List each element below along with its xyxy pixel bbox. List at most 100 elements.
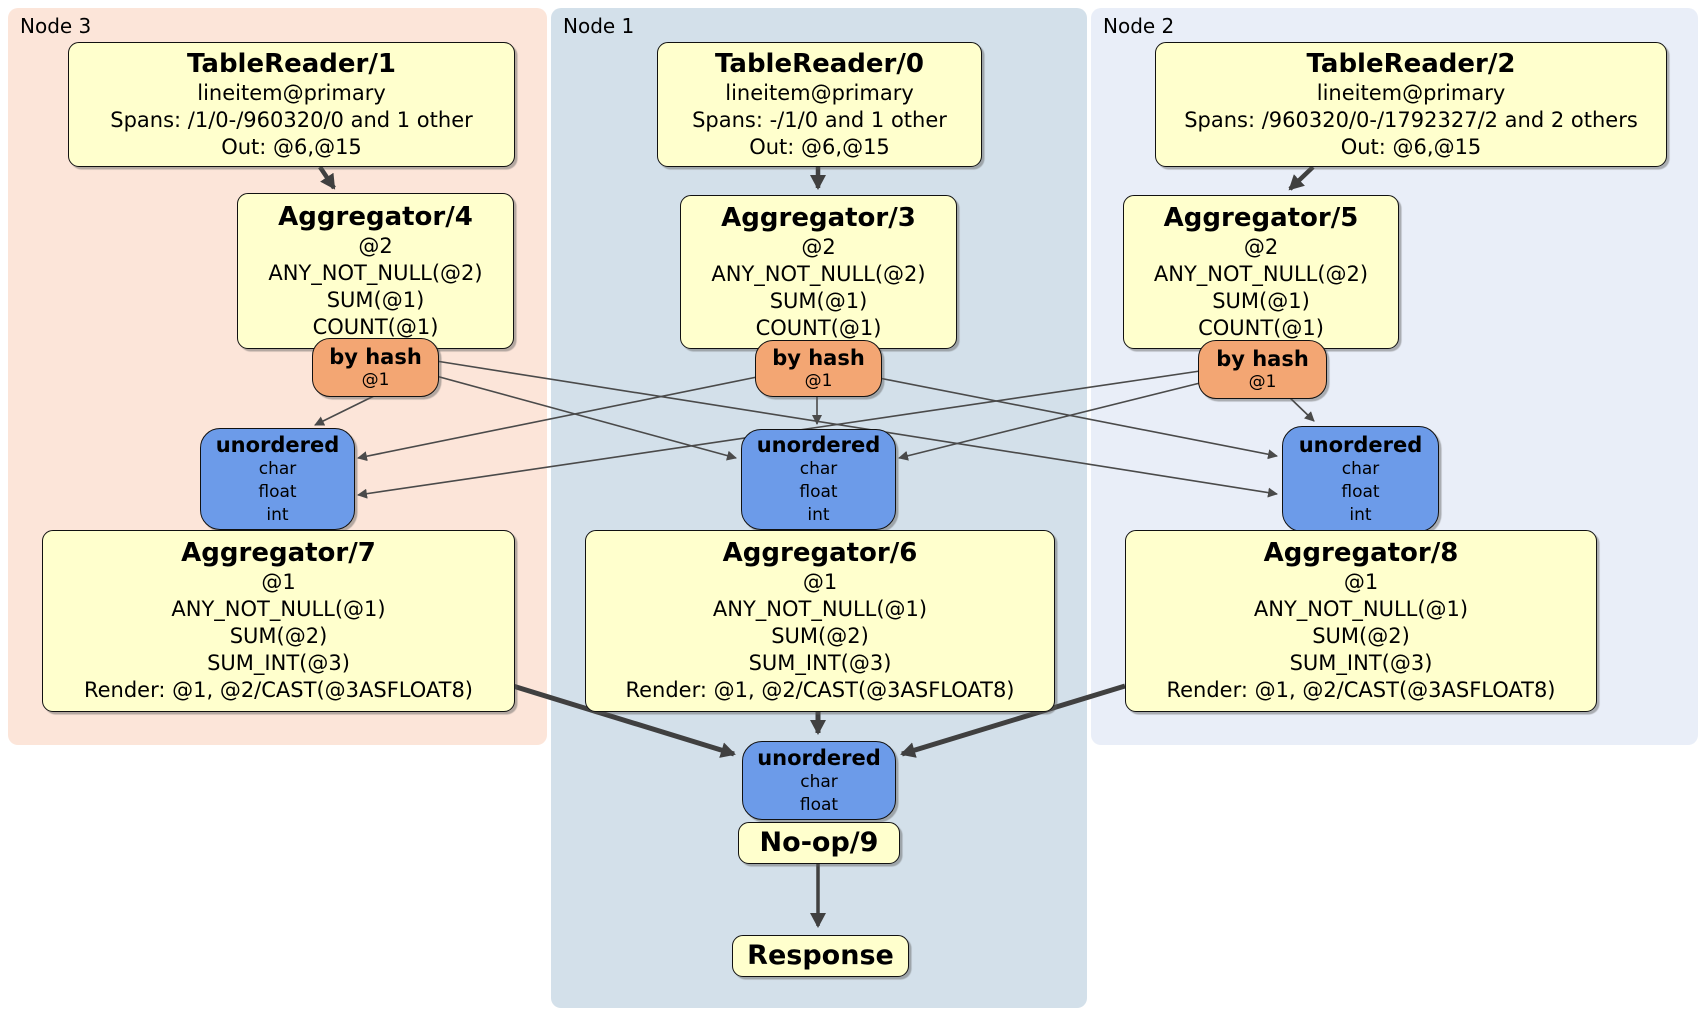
box-line: SUM(@1)	[1212, 288, 1310, 313]
box-line: SUM_INT(@3)	[207, 651, 350, 675]
box-line: Spans: -/1/0 and 1 other	[692, 107, 947, 132]
box-line: SUM(@2)	[771, 624, 869, 648]
box-line: float	[258, 481, 297, 502]
edge-router-n3-to-sync-n1	[435, 375, 737, 461]
edge-router-n2-to-sync-n1	[898, 382, 1201, 461]
box-line: lineitem@primary	[725, 80, 914, 105]
box-title: No-op/9	[759, 827, 879, 858]
box-title: Aggregator/7	[181, 538, 376, 568]
box-title: Aggregator/8	[1263, 538, 1459, 568]
box-line: Spans: /960320/0-/1792327/2 and 2 others	[1184, 107, 1638, 132]
edge-router-n2-to-sync-n2	[1286, 394, 1315, 422]
box-line: ANY_NOT_NULL(@1)	[1253, 597, 1469, 621]
router-by-hash-node3: by hash @1	[312, 338, 439, 397]
box-line: Spans: /1/0-/960320/0 and 1 other	[110, 107, 473, 132]
router-by-hash-node1: by hash @1	[755, 340, 882, 397]
processor-aggregator-7: Aggregator/7 @1 ANY_NOT_NULL(@1) SUM(@2)…	[42, 530, 515, 712]
box-line: Out: @6,@15	[1340, 134, 1482, 159]
box-line: float	[799, 482, 838, 502]
sync-unordered-node1: unordered char float int	[741, 429, 896, 530]
processor-tablereader-0: TableReader/0 lineitem@primary Spans: -/…	[657, 42, 982, 167]
region-node-2-label: Node 2	[1103, 14, 1175, 38]
processor-aggregator-8: Aggregator/8 @1 ANY_NOT_NULL(@1) SUM(@2)…	[1125, 530, 1597, 712]
box-line: @2	[801, 234, 836, 259]
box-line: COUNT(@1)	[312, 314, 439, 339]
region-node-1-label: Node 1	[563, 14, 635, 38]
box-title: TableReader/0	[715, 48, 924, 79]
processor-aggregator-3: Aggregator/3 @2 ANY_NOT_NULL(@2) SUM(@1)…	[680, 195, 957, 349]
box-title: by hash	[1216, 347, 1309, 371]
edge-router-n3-to-sync-n3	[314, 395, 375, 426]
box-line: char	[799, 459, 838, 479]
processor-aggregator-6: Aggregator/6 @1 ANY_NOT_NULL(@1) SUM(@2)…	[585, 530, 1055, 712]
edge-tr1-to-agg4	[318, 165, 336, 190]
box-title: unordered	[756, 433, 881, 457]
box-line: SUM(@2)	[229, 624, 328, 648]
box-line: @2	[358, 233, 393, 258]
box-line: @1	[802, 570, 838, 594]
router-by-hash-node2: by hash @1	[1198, 340, 1327, 399]
box-line: int	[807, 505, 830, 525]
box-title: TableReader/1	[187, 48, 396, 79]
box-line: Render: @1, @2/CAST(@3ASFLOAT8)	[83, 678, 474, 702]
box-title: TableReader/2	[1306, 48, 1516, 79]
box-line: lineitem@primary	[197, 80, 386, 105]
box-line: ANY_NOT_NULL(@1)	[712, 597, 928, 621]
edge-agg7-to-final-sync	[512, 683, 736, 758]
box-line: Out: @6,@15	[749, 134, 890, 159]
sync-unordered-node2: unordered char float int	[1282, 426, 1439, 532]
box-line: char	[800, 771, 838, 792]
edge-router-n1-to-sync-n2	[878, 377, 1278, 460]
processor-tablereader-2: TableReader/2 lineitem@primary Spans: /9…	[1155, 42, 1667, 167]
box-title: Aggregator/4	[278, 201, 473, 232]
box-title: unordered	[757, 745, 881, 770]
edge-router-n1-to-sync-n3	[357, 376, 758, 462]
box-title: unordered	[215, 432, 340, 457]
box-line: Render: @1, @2/CAST(@3ASFLOAT8)	[625, 678, 1015, 702]
box-line: int	[1349, 504, 1372, 525]
box-line: COUNT(@1)	[755, 315, 882, 340]
box-line: @2	[1243, 234, 1279, 259]
region-node-3-label: Node 3	[20, 14, 92, 38]
box-line: int	[266, 504, 289, 525]
box-line: char	[1341, 458, 1380, 479]
box-line: SUM(@1)	[769, 288, 868, 313]
box-line: char	[258, 458, 297, 479]
edge-agg8-to-final-sync	[900, 683, 1126, 758]
box-title: by hash	[329, 345, 422, 369]
box-line: Render: @1, @2/CAST(@3ASFLOAT8)	[1166, 678, 1556, 702]
box-line: float	[1341, 481, 1380, 502]
box-line: SUM_INT(@3)	[1289, 651, 1433, 675]
sync-unordered-node3: unordered char float int	[200, 428, 355, 530]
box-line: ANY_NOT_NULL(@2)	[711, 261, 926, 286]
processor-aggregator-5: Aggregator/5 @2 ANY_NOT_NULL(@2) SUM(@1)…	[1123, 195, 1399, 349]
edge-router-n3-to-sync-n2	[435, 360, 1278, 498]
box-line: @1	[1248, 372, 1277, 392]
box-title: Aggregator/3	[721, 202, 916, 233]
box-line: @1	[804, 371, 833, 391]
sync-unordered-final: unordered char float	[742, 741, 896, 820]
edge-tr2-to-agg5	[1288, 165, 1315, 191]
box-line: Out: @6,@15	[221, 134, 362, 159]
box-line: @1	[361, 370, 390, 390]
box-title: Response	[747, 940, 894, 971]
processor-noop-9: No-op/9	[738, 822, 900, 864]
box-line: lineitem@primary	[1316, 80, 1506, 105]
box-line: ANY_NOT_NULL(@2)	[268, 260, 483, 285]
box-line: COUNT(@1)	[1198, 315, 1324, 340]
box-title: unordered	[1298, 432, 1423, 457]
processor-response: Response	[732, 935, 909, 977]
processor-tablereader-1: TableReader/1 lineitem@primary Spans: /1…	[68, 42, 515, 167]
box-line: ANY_NOT_NULL(@2)	[1153, 261, 1369, 286]
box-title: by hash	[772, 346, 865, 370]
box-line: @1	[261, 570, 296, 594]
box-line: SUM_INT(@3)	[748, 651, 892, 675]
box-line: ANY_NOT_NULL(@1)	[171, 597, 386, 621]
box-line: SUM(@1)	[326, 287, 425, 312]
processor-aggregator-4: Aggregator/4 @2 ANY_NOT_NULL(@2) SUM(@1)…	[237, 193, 514, 349]
box-line: @1	[1343, 570, 1379, 594]
box-line: float	[799, 794, 839, 815]
box-title: Aggregator/5	[1163, 202, 1359, 233]
